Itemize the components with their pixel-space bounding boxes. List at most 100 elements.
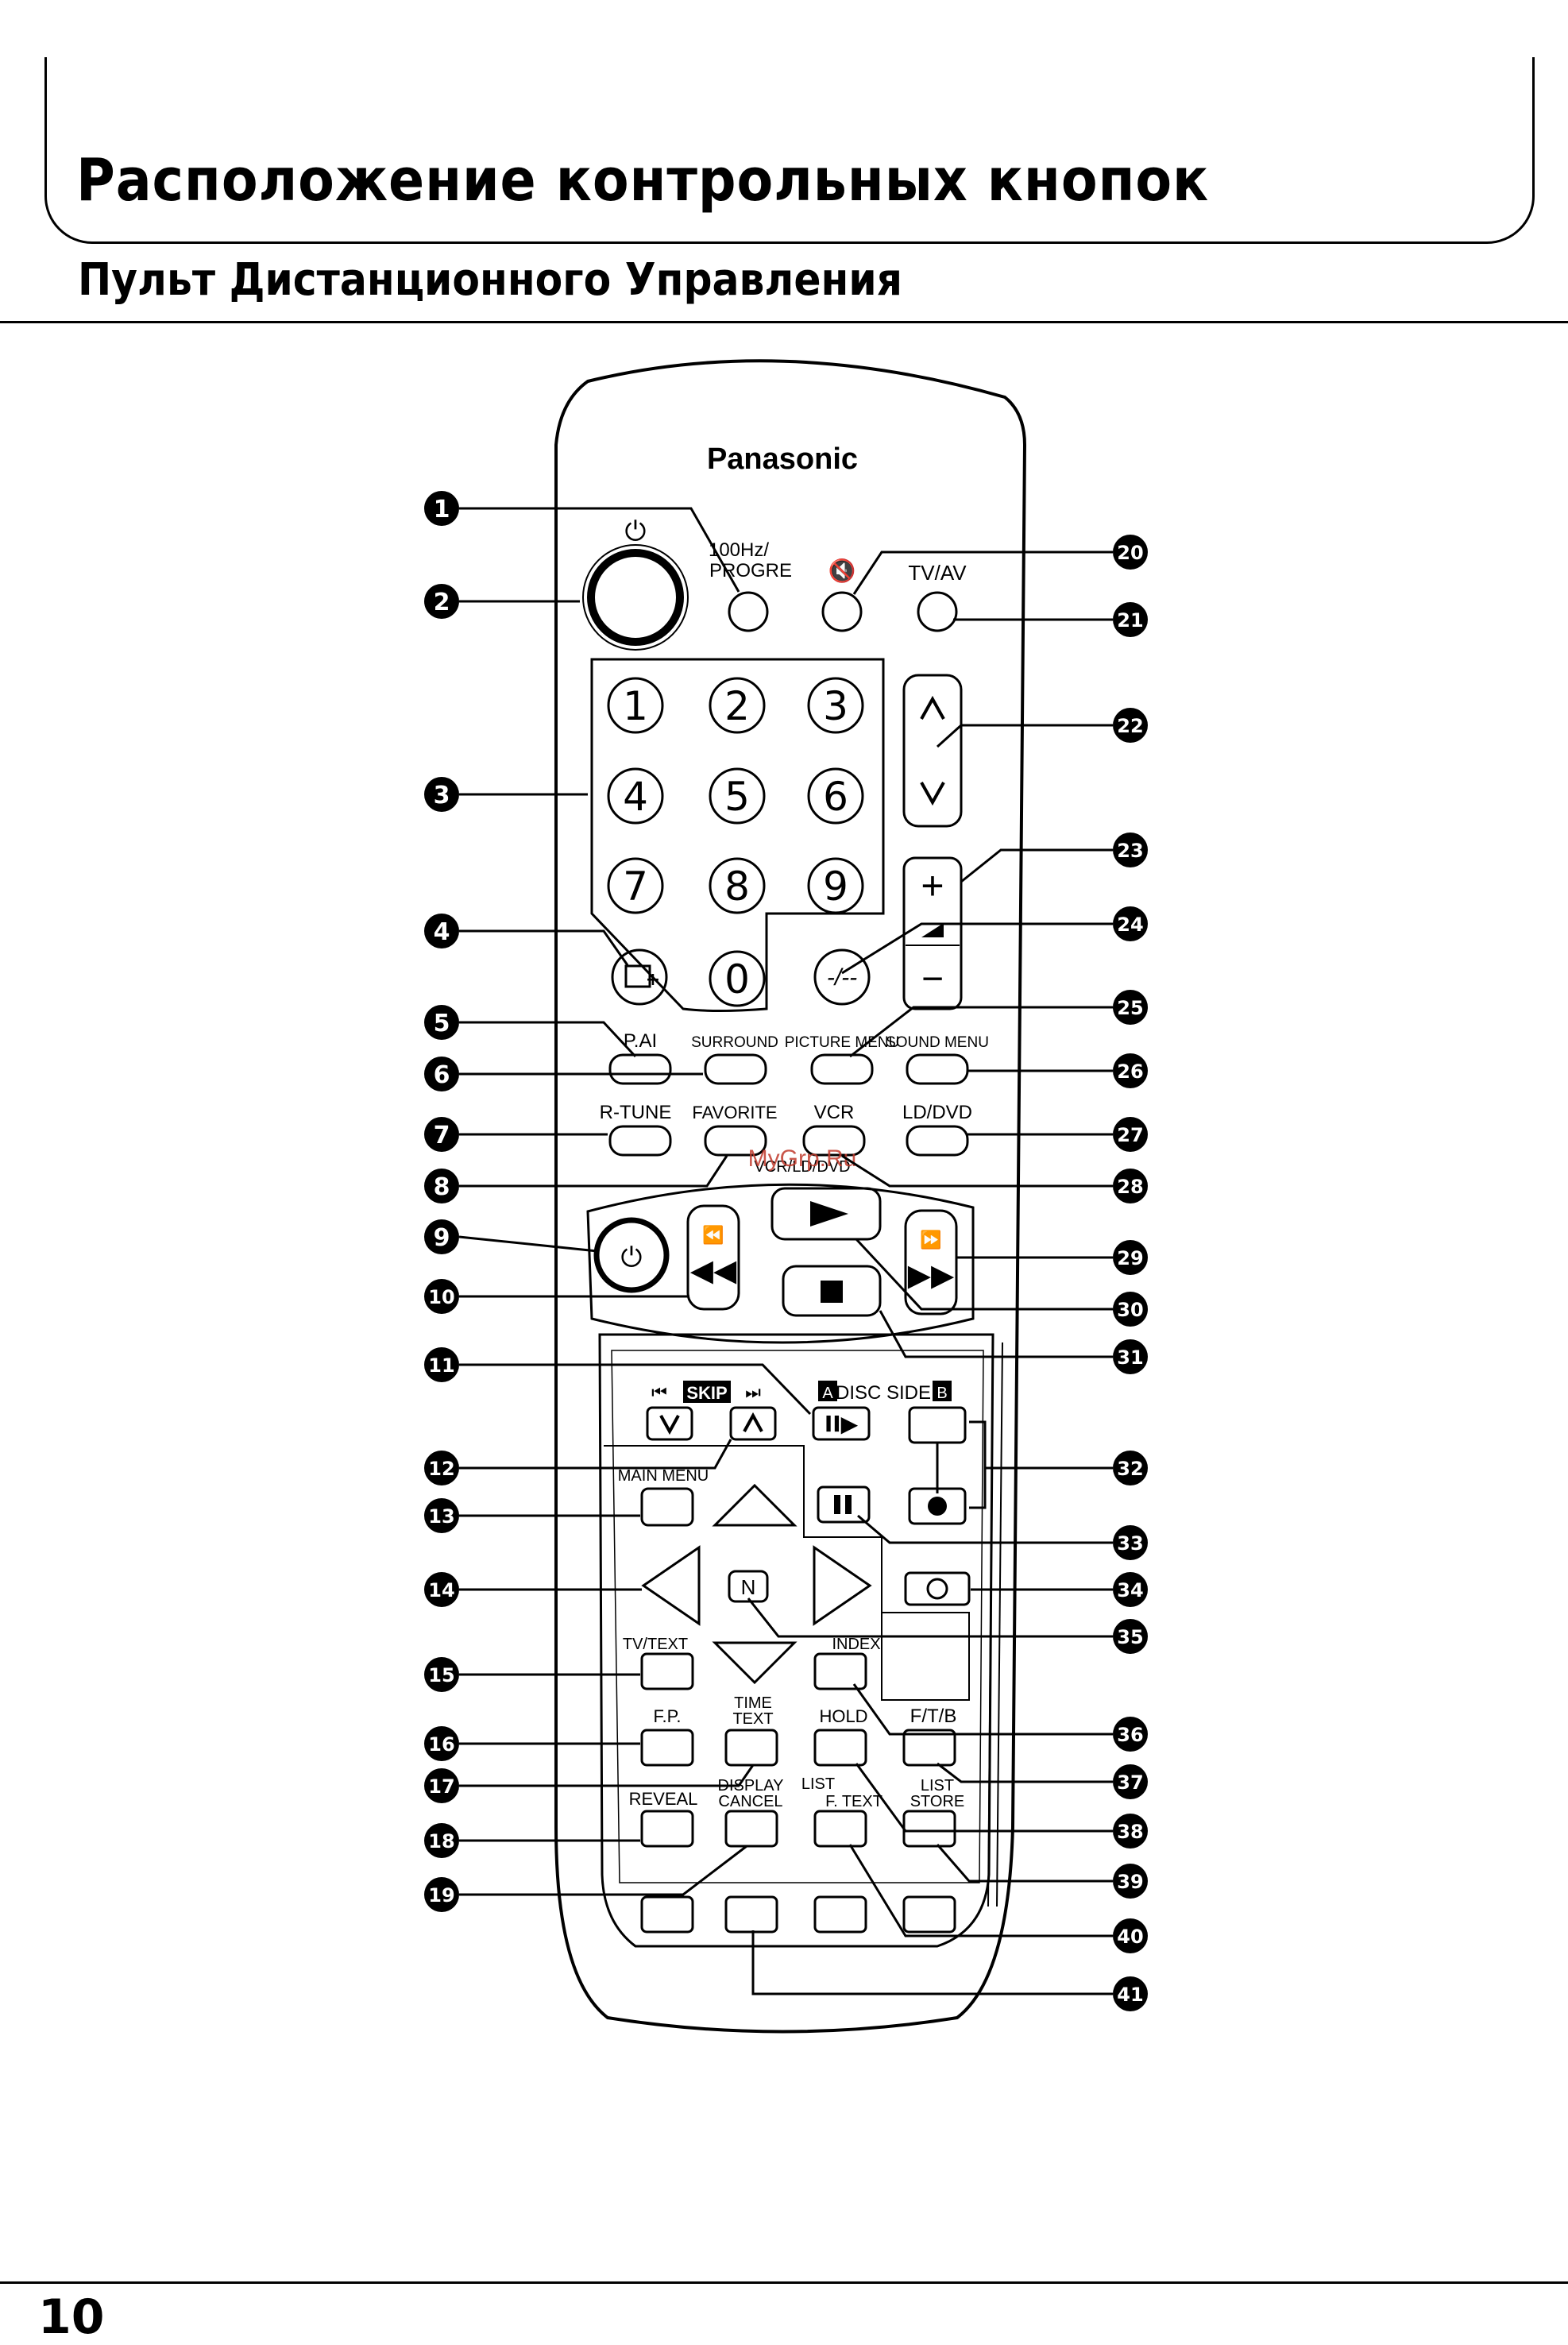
callout-leader-9 [458,1235,598,1253]
page-number: 10 [38,2289,105,2345]
pai-button[interactable] [608,1053,672,1085]
sound-menu-button[interactable] [906,1053,969,1085]
stop-button[interactable] [782,1265,882,1317]
callout-badge-2 [424,584,459,619]
callout-badge-28 [1113,1169,1148,1203]
number-button-7[interactable] [607,857,664,914]
mute-icon: 🔇 [828,558,856,584]
screen-mode-icon [624,964,651,988]
rtune-label: R-TUNE [600,1102,672,1123]
color-yellow-button[interactable] [813,1895,867,1934]
skip-back-icon: ⏮ [651,1383,667,1403]
callout-badge-30 [1113,1292,1148,1327]
slow-button[interactable] [812,1406,871,1441]
ftb-button[interactable] [902,1729,956,1767]
callout-leader-11 [459,1363,812,1416]
surround-label: SURROUND [691,1034,778,1051]
picture-menu-button[interactable] [810,1053,874,1085]
screen-mode-button[interactable] [611,948,668,1006]
picture-menu-label: PICTURE MENU [785,1034,900,1051]
record-button[interactable] [908,1487,967,1525]
color-red-button[interactable] [640,1895,694,1934]
time-text-button[interactable] [724,1729,778,1767]
vcr-power-button[interactable] [593,1217,670,1293]
callout-badge-29 [1113,1240,1148,1275]
callout-number-11: 11 [428,1354,454,1377]
lddvd-label: LD/DVD [902,1102,972,1123]
number-button-1[interactable] [607,677,664,734]
nav-left-button[interactable] [641,1545,701,1626]
number-button-3[interactable] [807,677,864,734]
index-button[interactable] [813,1652,867,1690]
favorite-button[interactable] [704,1125,767,1157]
number-button-2[interactable] [709,677,766,734]
vcr-button[interactable] [802,1125,866,1157]
nav-down-button[interactable] [712,1641,798,1685]
rewind-button[interactable] [686,1204,740,1311]
list-ftext-button[interactable] [813,1810,867,1848]
skip-down-button[interactable] [646,1406,693,1441]
nav-up-button[interactable] [712,1483,798,1527]
callout-leader-31 [879,1310,1113,1358]
fp-label: F.P. [653,1706,681,1726]
number-button-6[interactable] [807,767,864,825]
main-menu-button[interactable] [640,1487,694,1527]
color-blue-button[interactable] [902,1895,956,1934]
header-frame [44,57,1535,244]
callout-number-13: 13 [428,1505,454,1528]
vcr-label: VCR [814,1102,855,1123]
lddvd-button[interactable] [906,1125,969,1157]
slash-dash-label: -/-- [827,964,857,991]
channel-down-icon [920,782,945,806]
zero-button[interactable] [709,950,766,1007]
callout-leader-24 [841,922,1113,975]
color-green-button[interactable] [724,1895,778,1934]
record-icon [928,1497,947,1516]
timer-button[interactable] [904,1571,971,1606]
number-label-9: 9 [823,863,848,910]
power-button[interactable] [587,549,684,646]
callout-number-37: 37 [1117,1771,1143,1794]
hold-button[interactable] [813,1729,867,1767]
callout-badge-35 [1113,1619,1148,1654]
tvav-button[interactable] [917,591,958,632]
disc-side-button[interactable] [908,1406,967,1444]
number-label-4: 4 [623,774,648,820]
callout-badge-41 [1113,1976,1148,2011]
callout-number-8: 8 [434,1173,450,1201]
channel-rocker[interactable] [902,674,963,828]
remote-lower-inner [611,1350,984,1883]
nav-right-button[interactable] [813,1545,872,1626]
reveal-button[interactable] [640,1810,694,1848]
sound-menu-label: SOUND MENU [886,1034,989,1051]
rtune-button[interactable] [608,1125,672,1157]
play-button[interactable] [770,1187,882,1241]
mute-button[interactable] [821,591,863,632]
list-label: LIST [801,1775,835,1793]
pause-button[interactable] [817,1485,871,1524]
number-button-9[interactable] [807,857,864,914]
number-button-5[interactable] [709,767,766,825]
callout-number-16: 16 [428,1733,454,1756]
disc-side-label: DISC SIDE [836,1382,931,1404]
number-label-8: 8 [724,863,750,910]
tvtext-button[interactable] [640,1652,694,1690]
number-button-4[interactable] [607,767,664,825]
progre-button[interactable] [728,591,769,632]
list-store-button[interactable] [902,1810,956,1848]
n-button[interactable] [728,1570,769,1603]
numpad-frame [590,658,885,1012]
slash-dash-button[interactable] [813,948,871,1006]
skip-up-button[interactable] [729,1406,777,1441]
callout-leader-22 [936,724,1113,748]
fp-button[interactable] [640,1729,694,1767]
callout-leader-41 [751,1930,1113,1995]
fast-forward-button[interactable] [904,1209,958,1315]
surround-button[interactable] [704,1053,767,1085]
display-cancel-button[interactable] [724,1810,778,1848]
callout-number-39: 39 [1117,1871,1143,1893]
number-button-8[interactable] [709,857,766,914]
callout-badge-20 [1113,535,1148,570]
callout-leader-36 [852,1683,1113,1736]
